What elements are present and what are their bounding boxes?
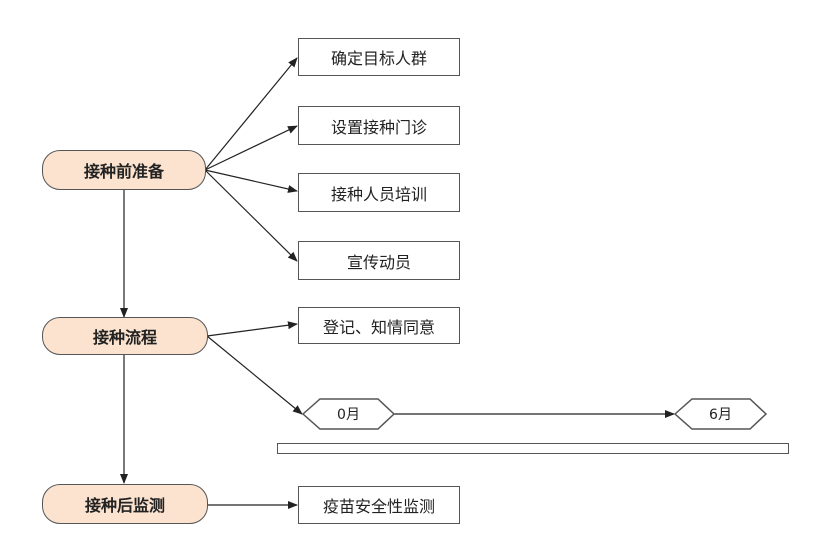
stage-vaccination-process-label: 接种流程	[92, 328, 157, 347]
step-staff-training: 接种人员培训	[298, 173, 460, 212]
timeline-bar	[277, 443, 789, 454]
stage-post-vaccination: 接种后监测	[42, 484, 208, 524]
timeline-start-label: 0月	[303, 399, 394, 429]
step-determine-target-population: 确定目标人群	[298, 38, 460, 76]
stage-post-vaccination-label: 接种后监测	[84, 496, 165, 515]
step-set-up-clinic-label: 设置接种门诊	[330, 117, 427, 137]
arrow-pre-to-clinic	[204, 125, 298, 171]
step-registration-consent: 登记、知情同意	[298, 307, 460, 344]
stage-pre-vaccination-label: 接种前准备	[83, 162, 164, 181]
arrow-pre-to-publicity	[204, 169, 298, 262]
timeline-end-label: 6月	[675, 399, 766, 429]
stage-pre-vaccination: 接种前准备	[42, 150, 206, 190]
step-publicity: 宣传动员	[298, 241, 460, 280]
step-publicity-label: 宣传动员	[346, 252, 411, 272]
stage-vaccination-process: 接种流程	[42, 317, 208, 355]
arrow-process-to-consent	[206, 321, 298, 337]
step-registration-consent-label: 登记、知情同意	[322, 317, 435, 337]
step-staff-training-label: 接种人员培训	[330, 184, 427, 204]
timeline-end-hexagon	[673, 398, 768, 430]
arrow-process-to-timeline	[206, 335, 303, 415]
step-vaccine-safety-monitoring-label: 疫苗安全性监测	[322, 497, 435, 516]
step-vaccine-safety-monitoring: 疫苗安全性监测	[298, 486, 460, 524]
timeline-start-text: 0月	[337, 407, 360, 423]
arrow-pre-to-training	[204, 169, 298, 193]
timeline-start-hexagon	[301, 398, 396, 430]
step-set-up-clinic: 设置接种门诊	[298, 106, 460, 145]
arrow-pre-to-target	[204, 57, 298, 171]
timeline-end-text: 6月	[709, 407, 732, 423]
step-determine-target-population-label: 确定目标人群	[330, 49, 427, 68]
